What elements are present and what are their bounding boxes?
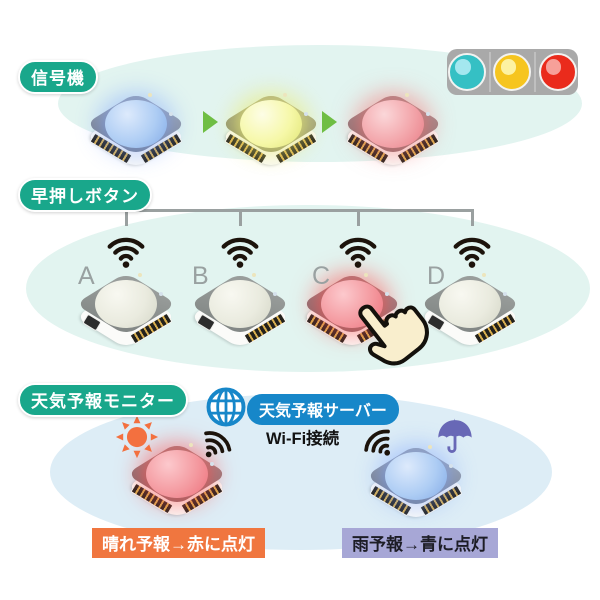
device-led	[283, 93, 287, 97]
button-letter-c: C	[312, 262, 331, 290]
device-button-off	[439, 280, 501, 328]
device-led	[426, 112, 430, 116]
device-led	[138, 273, 142, 277]
device-led	[482, 273, 486, 277]
wifi-icon	[221, 237, 259, 268]
device-led	[159, 292, 163, 296]
sun-icon	[115, 415, 159, 459]
connector-line-drop-d	[471, 209, 474, 226]
arrow-right-icon	[203, 111, 218, 133]
button-letter-d: D	[427, 262, 446, 290]
traffic-light-divider	[534, 52, 537, 92]
device-led	[169, 112, 173, 116]
wifi-icon	[107, 237, 145, 268]
wifi-icon	[364, 429, 391, 456]
device-button-off	[209, 280, 271, 328]
device-traffic-yellow	[219, 86, 323, 174]
arrow-right-icon	[322, 111, 337, 133]
device-quiz-d	[418, 266, 522, 354]
device-led	[273, 292, 277, 296]
device-led	[503, 292, 507, 296]
weather-server-label: 天気予報サーバー	[247, 394, 399, 425]
device-traffic-blue	[84, 86, 188, 174]
connector-line-drop-a	[125, 209, 128, 226]
device-led	[148, 93, 152, 97]
section-title-weather: 天気予報モニター	[18, 383, 188, 417]
device-weather-sunny-red	[125, 436, 229, 524]
device-button-blue	[105, 100, 167, 148]
globe-icon	[206, 387, 246, 427]
device-traffic-red	[341, 86, 445, 174]
device-button-off	[95, 280, 157, 328]
device-quiz-b	[188, 266, 292, 354]
device-quiz-a	[74, 266, 178, 354]
traffic-light-divider	[488, 52, 491, 92]
wifi-connection-label: Wi-Fi接続	[266, 430, 340, 448]
device-led	[304, 112, 308, 116]
device-led	[252, 273, 256, 277]
traffic-red-lamp	[538, 53, 577, 91]
sunny-forecast-caption: 晴れ予報→赤に点灯	[92, 528, 265, 558]
umbrella-icon	[438, 418, 472, 453]
button-letter-a: A	[78, 262, 95, 290]
traffic-yellow-lamp	[493, 53, 532, 91]
device-button-red	[146, 450, 208, 498]
device-led	[210, 462, 214, 466]
section-title-quiz: 早押しボタン	[18, 178, 152, 212]
wifi-icon	[204, 431, 232, 458]
connector-line-drop-b	[239, 209, 242, 226]
device-led	[364, 273, 368, 277]
section-title-traffic: 信号機	[18, 60, 98, 94]
hand-cursor-icon	[358, 304, 429, 366]
wifi-icon	[339, 237, 377, 268]
traffic-light-icon	[447, 49, 578, 95]
device-led	[428, 445, 432, 449]
device-weather-rain-blue	[364, 438, 468, 526]
device-led	[405, 93, 409, 97]
connector-line-horizontal	[125, 209, 473, 212]
device-led	[189, 443, 193, 447]
device-led	[385, 292, 389, 296]
device-button-red	[362, 100, 424, 148]
device-led	[449, 464, 453, 468]
rain-forecast-caption: 雨予報→青に点灯	[342, 528, 498, 558]
connector-line-drop-c	[357, 209, 360, 226]
button-letter-b: B	[192, 262, 209, 290]
device-button-yellow	[240, 100, 302, 148]
wifi-icon	[453, 237, 491, 268]
device-button-blue	[385, 452, 447, 500]
traffic-teal-lamp	[448, 53, 487, 91]
